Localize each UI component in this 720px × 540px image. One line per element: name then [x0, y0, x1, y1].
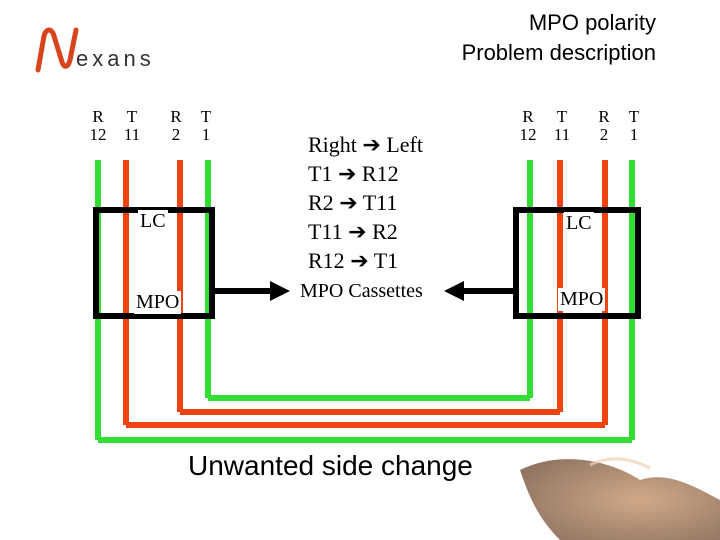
arrow-icon: ➔ — [339, 190, 358, 215]
cassette-label: MPO Cassettes — [300, 280, 423, 302]
title-line-1: MPO polarity — [528, 10, 656, 35]
mapping-list: Right ➔ Left T1 ➔ R12 R2 ➔ T11 T11 ➔ R2 … — [308, 130, 423, 275]
title-line-2: Problem description — [461, 40, 656, 65]
logo-n-mark — [35, 27, 79, 73]
hand-image — [520, 457, 720, 540]
mapping-row: T11 ➔ R2 — [308, 219, 398, 244]
arrow-icon: ➔ — [348, 219, 367, 244]
page-title: MPO polarity Problem description — [462, 8, 656, 68]
left-mpo-label: MPO — [134, 291, 182, 314]
caption: Unwanted side change — [188, 450, 473, 481]
mapping-header: Right ➔ Left — [308, 132, 423, 157]
right-lc-label: LC — [564, 212, 594, 235]
arrow-icon: ➔ — [350, 248, 369, 273]
left-lc-label: LC — [138, 210, 168, 233]
right-arrow-head — [444, 281, 464, 301]
arrow-icon: ➔ — [362, 132, 381, 157]
mapping-row: R2 ➔ T11 — [308, 190, 398, 215]
mapping-row: R12 ➔ T1 — [308, 248, 399, 273]
mapping-row: T1 ➔ R12 — [308, 161, 399, 186]
nexans-logo: exans — [32, 24, 182, 74]
left-arrow-head — [270, 281, 290, 301]
logo-text: exans — [76, 46, 155, 71]
right-mpo-label: MPO — [558, 288, 606, 311]
right-cassette-box — [513, 207, 641, 319]
arrow-icon: ➔ — [337, 161, 357, 186]
